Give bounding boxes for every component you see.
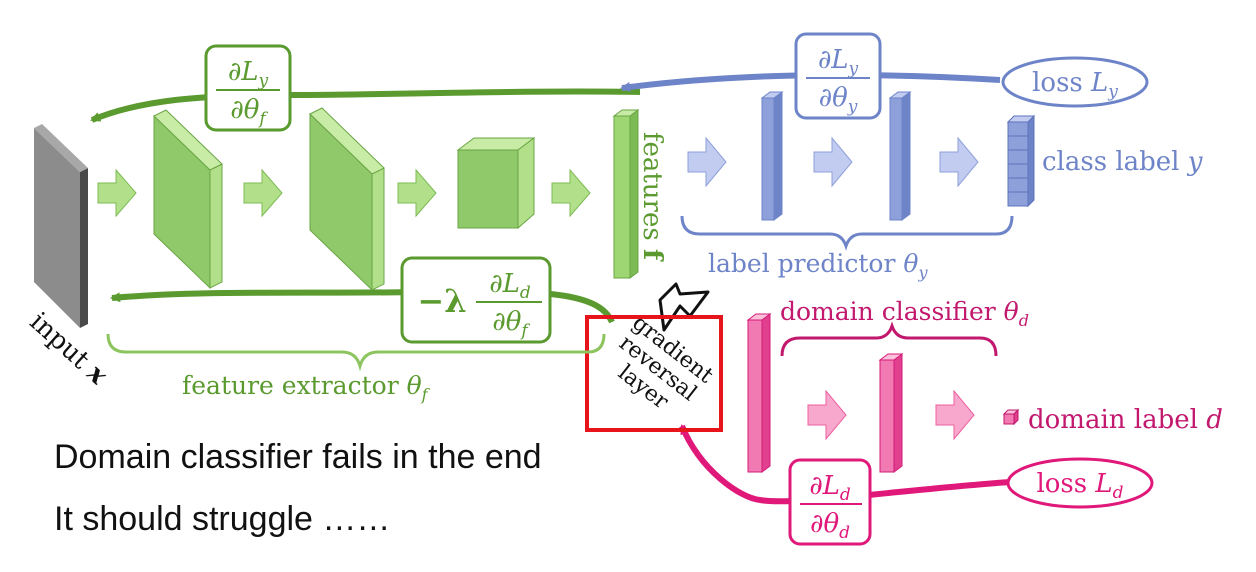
- grad-ly-theta-y-box: ∂Ly ∂θy: [794, 32, 882, 120]
- backprop-arrow-feature-from-label: [90, 88, 641, 123]
- svg-text:∂Ly: ∂Ly: [228, 57, 269, 91]
- flow-arrow: [551, 168, 591, 218]
- svg-text:−λ: −λ: [417, 282, 466, 320]
- flow-arrow: [97, 168, 137, 218]
- label-predictor-label: label predictor θy: [708, 249, 928, 282]
- caption-line-2: It should struggle ……: [54, 500, 391, 538]
- feature-extractor-label: feature extractor θf: [182, 371, 431, 404]
- conv-layer-3: [456, 137, 536, 230]
- input-label: input x: [24, 307, 113, 392]
- flow-arrow: [687, 136, 727, 188]
- loss-d-node: loss Ld: [1006, 457, 1154, 509]
- caption-line-1: Domain classifier fails in the end: [54, 438, 542, 476]
- input-slab: [34, 124, 88, 328]
- flow-arrow: [939, 136, 979, 188]
- flow-arrow: [397, 168, 437, 218]
- class-label-text: class label y: [1042, 147, 1203, 177]
- fc-layer-y1: [760, 91, 784, 221]
- features-label: features f: [637, 132, 667, 262]
- domain-label-text: domain label d: [1028, 405, 1223, 435]
- fc-layer-y2: [888, 91, 912, 221]
- grad-ld-theta-d-box: ∂Ld ∂θd: [788, 458, 872, 546]
- backprop-arrow-from-loss-d: [679, 424, 1011, 505]
- label-predictor-brace: [680, 215, 1014, 251]
- flow-arrow: [807, 389, 847, 441]
- feature-extractor-brace: [106, 333, 606, 372]
- svg-text:∂Ld: ∂Ld: [809, 471, 851, 505]
- svg-text:∂θf: ∂θf: [230, 95, 268, 129]
- fc-layer-d2: [878, 353, 904, 473]
- flow-arrow: [813, 136, 853, 188]
- svg-text:∂θy: ∂θy: [819, 83, 858, 117]
- class-label-vector: [1006, 114, 1036, 208]
- svg-text:loss Ld: loss Ld: [1036, 469, 1123, 503]
- flow-arrow: [935, 389, 975, 441]
- fc-layer-d1: [746, 313, 772, 473]
- conv-layer-2: [309, 107, 385, 292]
- svg-text:∂θf: ∂θf: [492, 307, 530, 341]
- grad-ly-theta-f-box: ∂Ly ∂θf: [204, 44, 292, 132]
- svg-text:∂θd: ∂θd: [810, 509, 850, 543]
- svg-text:loss Ly: loss Ly: [1032, 68, 1118, 102]
- domain-label-cube: [1002, 408, 1020, 426]
- loss-y-node: loss Ly: [1001, 56, 1149, 108]
- features-vector: [612, 109, 640, 279]
- svg-text:∂Ld: ∂Ld: [489, 269, 531, 303]
- domain-classifier-label: domain classifier θd: [780, 297, 1029, 330]
- reversal-arrow-icon: [658, 282, 710, 332]
- conv-layer-1: [153, 109, 223, 290]
- flow-arrow: [243, 168, 283, 218]
- domain-classifier-brace: [780, 321, 998, 357]
- gradient-reversal-highlight-box: [585, 315, 723, 432]
- neg-lambda-grad-ld-theta-f-box: −λ ∂Ld ∂θf: [400, 256, 552, 344]
- svg-text:∂Ly: ∂Ly: [818, 45, 859, 79]
